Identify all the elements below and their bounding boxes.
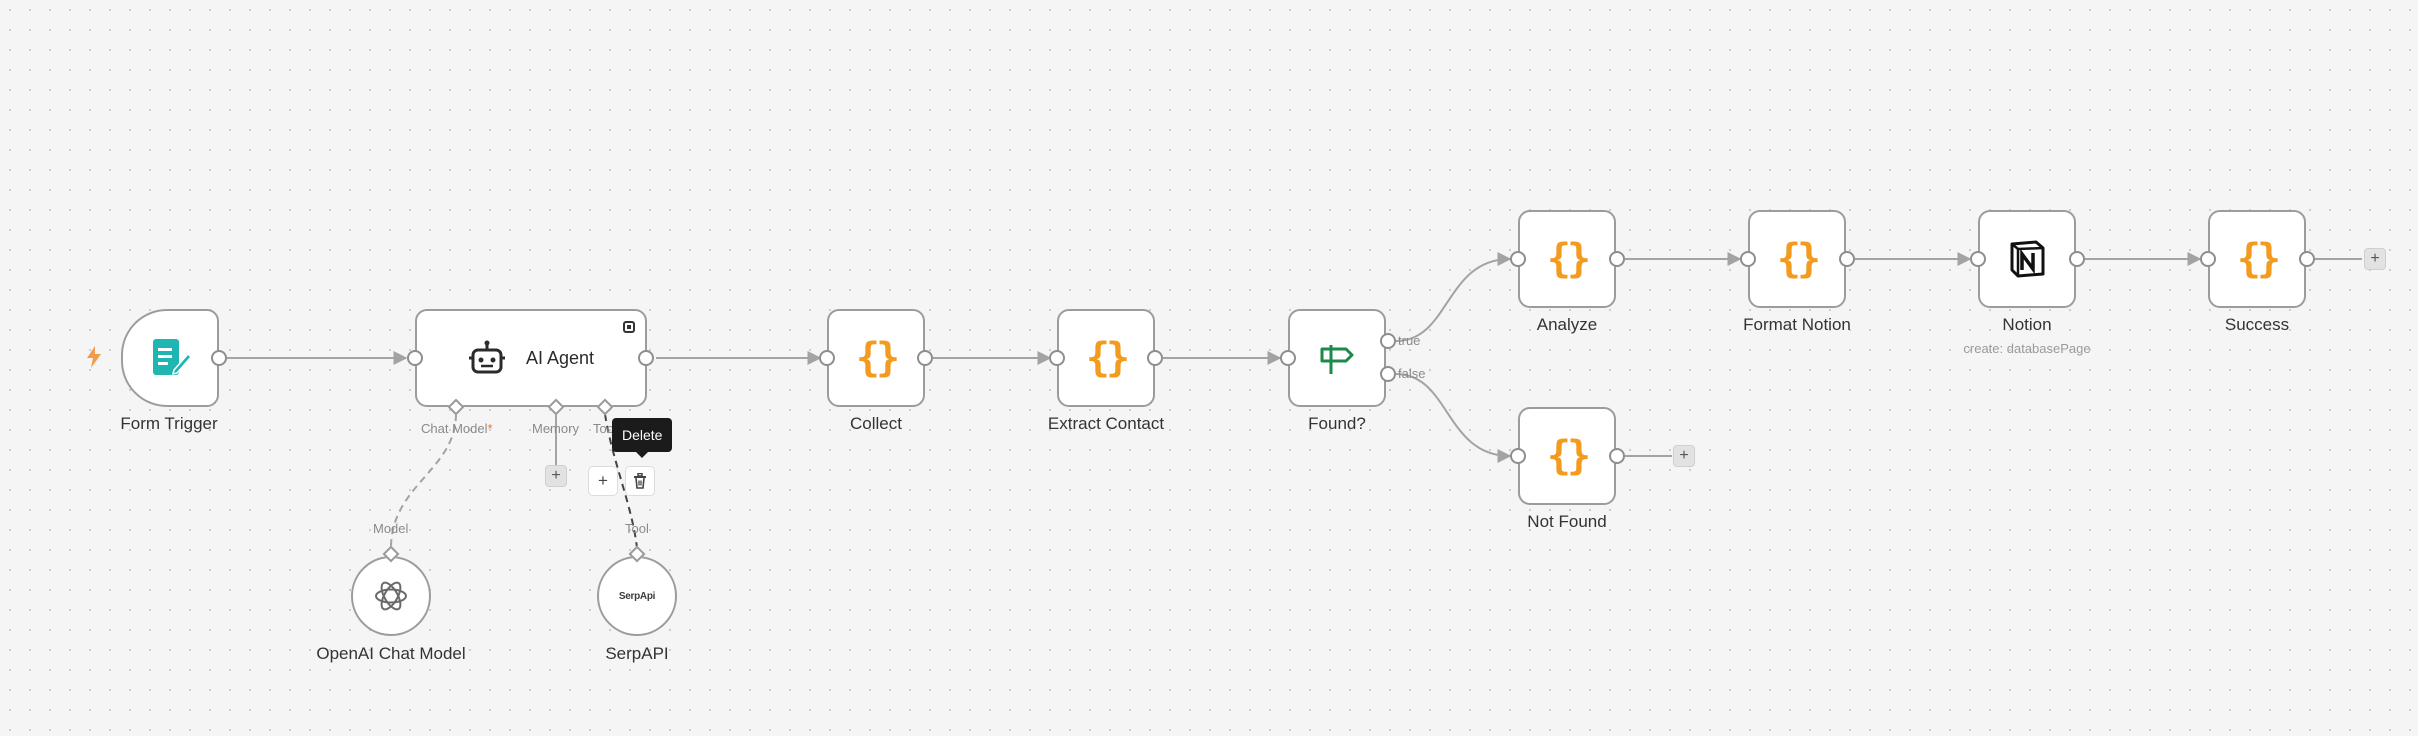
notion-input-handle[interactable] bbox=[1970, 251, 1986, 267]
node-openai-chat-model[interactable] bbox=[351, 556, 431, 636]
node-label-format-notion: Format Notion bbox=[1743, 315, 1851, 334]
not-found-output-handle[interactable] bbox=[1609, 448, 1625, 464]
notion-logo-icon bbox=[2010, 240, 2045, 278]
edge-found-false-not-found bbox=[1395, 373, 1512, 463]
node-form-trigger[interactable] bbox=[121, 309, 219, 407]
expand-icon[interactable] bbox=[623, 321, 635, 333]
node-ai-agent[interactable]: AI Agent bbox=[415, 309, 647, 407]
add-node-after-not-found-button[interactable]: + bbox=[1673, 445, 1695, 467]
node-label-success: Success bbox=[2224, 315, 2290, 334]
chat-model-input-label: Chat Model* bbox=[421, 421, 493, 436]
openai-model-input-label: Model bbox=[373, 521, 409, 536]
node-found[interactable] bbox=[1288, 309, 1386, 407]
analyze-output-handle[interactable] bbox=[1609, 251, 1625, 267]
code-braces-icon: {} bbox=[1776, 236, 1821, 282]
robot-icon bbox=[468, 340, 505, 374]
form-icon bbox=[153, 339, 192, 376]
trash-icon bbox=[634, 473, 646, 489]
success-input-handle[interactable] bbox=[2200, 251, 2216, 267]
node-collect[interactable]: {} bbox=[827, 309, 925, 407]
found-input-handle[interactable] bbox=[1280, 350, 1296, 366]
ai-agent-input-handle[interactable] bbox=[407, 350, 423, 366]
code-braces-icon: {} bbox=[1546, 433, 1591, 479]
node-label-openai-chat-model: OpenAI Chat Model bbox=[316, 644, 466, 663]
node-analyze[interactable]: {} bbox=[1518, 210, 1616, 308]
node-subtitle-notion: create: databasePage bbox=[1963, 341, 2091, 356]
collect-output-handle[interactable] bbox=[917, 350, 933, 366]
node-label-notion: Notion bbox=[2002, 315, 2052, 334]
node-label-analyze: Analyze bbox=[1536, 315, 1598, 334]
notion-output-handle[interactable] bbox=[2069, 251, 2085, 267]
found-true-label: true bbox=[1398, 333, 1421, 348]
add-node-after-success-button[interactable]: + bbox=[2364, 248, 2386, 270]
extract-contact-input-handle[interactable] bbox=[1049, 350, 1065, 366]
tool-input-label: Tool bbox=[593, 421, 617, 436]
signpost-icon bbox=[1320, 345, 1354, 374]
trigger-bolt-icon bbox=[87, 346, 101, 368]
edge-found-true-analyze bbox=[1395, 252, 1512, 342]
node-label-form-trigger: Form Trigger bbox=[120, 414, 218, 433]
found-true-output-handle[interactable] bbox=[1380, 333, 1396, 349]
code-braces-icon: {} bbox=[2236, 236, 2281, 282]
code-braces-icon: {} bbox=[1085, 335, 1130, 381]
format-notion-input-handle[interactable] bbox=[1740, 251, 1756, 267]
format-notion-output-handle[interactable] bbox=[1839, 251, 1855, 267]
add-memory-button[interactable]: + bbox=[545, 465, 567, 487]
node-notion[interactable] bbox=[1978, 210, 2076, 308]
node-label-not-found: Not Found bbox=[1527, 512, 1607, 531]
serpapi-logo-icon: SerpApi bbox=[618, 590, 656, 602]
openai-logo-icon bbox=[375, 581, 407, 611]
node-extract-contact[interactable]: {} bbox=[1057, 309, 1155, 407]
node-serpapi[interactable]: SerpApi bbox=[597, 556, 677, 636]
success-output-handle[interactable] bbox=[2299, 251, 2315, 267]
code-braces-icon: {} bbox=[1546, 236, 1591, 282]
node-not-found[interactable]: {} bbox=[1518, 407, 1616, 505]
analyze-input-handle[interactable] bbox=[1510, 251, 1526, 267]
found-false-output-handle[interactable] bbox=[1380, 366, 1396, 382]
memory-input-label: Memory bbox=[532, 421, 579, 436]
code-braces-icon: {} bbox=[855, 335, 900, 381]
node-label-serpapi: SerpAPI bbox=[605, 644, 669, 663]
node-format-notion[interactable]: {} bbox=[1748, 210, 1846, 308]
found-false-label: false bbox=[1398, 366, 1426, 381]
node-label-extract-contact: Extract Contact bbox=[1047, 414, 1165, 433]
delete-tooltip: Delete bbox=[612, 418, 673, 458]
ai-agent-output-handle[interactable] bbox=[638, 350, 654, 366]
node-label-found: Found? bbox=[1308, 414, 1366, 433]
ai-agent-title: AI Agent bbox=[525, 347, 595, 368]
node-success[interactable]: {} bbox=[2208, 210, 2306, 308]
collect-input-handle[interactable] bbox=[819, 350, 835, 366]
add-tool-button[interactable]: + bbox=[588, 466, 618, 496]
extract-contact-output-handle[interactable] bbox=[1147, 350, 1163, 366]
node-label-collect: Collect bbox=[850, 414, 902, 433]
delete-connection-button[interactable] bbox=[625, 466, 655, 496]
not-found-input-handle[interactable] bbox=[1510, 448, 1526, 464]
form-trigger-output-handle[interactable] bbox=[211, 350, 227, 366]
serpapi-tool-input-label: Tool bbox=[625, 521, 649, 536]
